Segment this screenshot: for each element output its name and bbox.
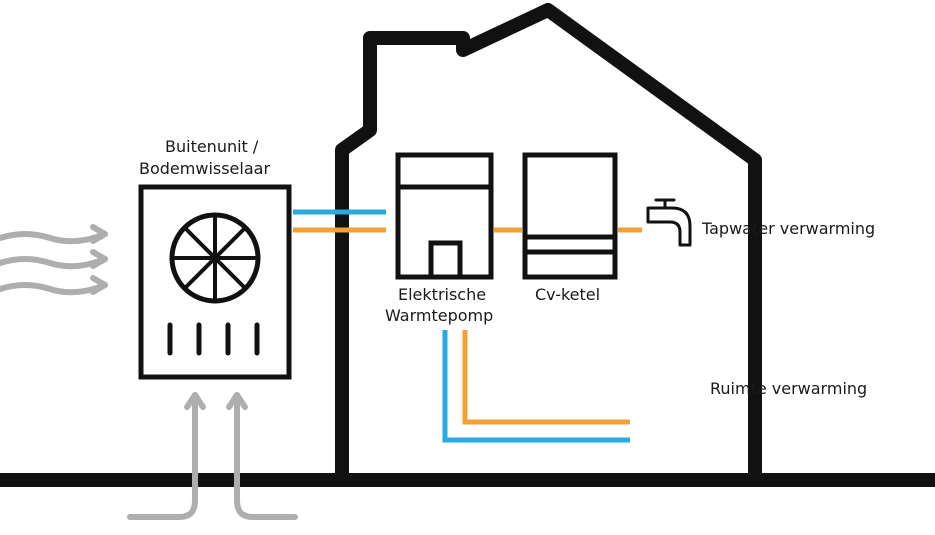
boiler-label: Cv-ketel [535, 285, 601, 304]
air-arrow [0, 256, 108, 270]
air-arrow [0, 231, 108, 245]
outdoor-unit-label-line1: Buitenunit / [165, 137, 259, 156]
house-outline [335, 3, 762, 475]
tap-water-label: Tapwater verwarming [702, 219, 876, 238]
ground-line [0, 473, 935, 487]
floor-heating-hot-pipe [462, 330, 630, 425]
air-arrow-head [90, 224, 108, 244]
ground-flow-arrows [127, 392, 298, 520]
heat-pump-label-line2: Warmtepomp [385, 306, 494, 325]
air-arrow-head [90, 249, 108, 269]
outdoor-unit-label-line2: Bodemwisselaar [139, 159, 271, 178]
ground-arrow [234, 392, 298, 520]
heat-pump-label-line1: Elektrische [398, 285, 487, 304]
faucet-icon [646, 198, 692, 247]
air-arrow [0, 282, 108, 296]
ground-arrow-head [226, 392, 248, 410]
air-flow-arrows-left [0, 224, 108, 296]
boiler-box [522, 152, 618, 280]
ground-arrow-head [184, 392, 206, 410]
air-arrow-head [90, 275, 108, 295]
floor-heating-cold-pipe [442, 330, 630, 443]
heat-pump-box [395, 152, 494, 280]
ground-arrow [127, 392, 198, 520]
space-heating-label: Ruimte verwarming [710, 379, 868, 398]
radiator-icon [629, 330, 695, 452]
fan-unit-icon [138, 184, 292, 380]
